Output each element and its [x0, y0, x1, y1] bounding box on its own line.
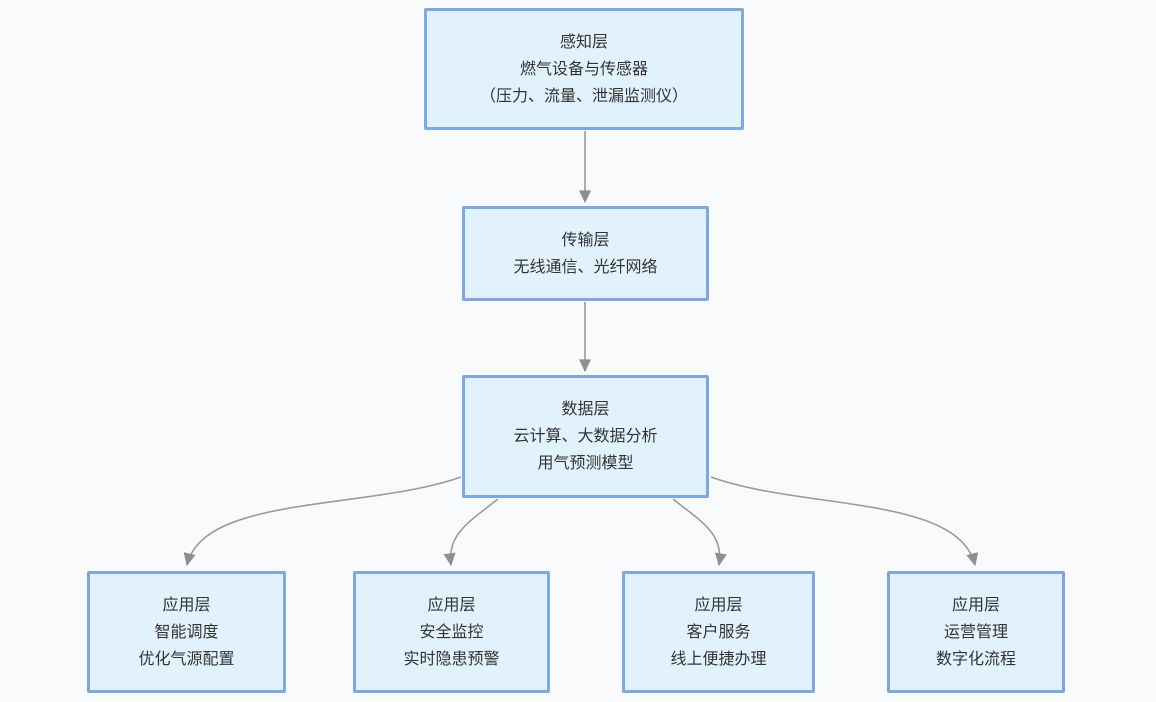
node-perception-layer[interactable]: 感知层 燃气设备与传感器 （压力、流量、泄漏监测仪）: [424, 8, 744, 130]
node-transmission-layer[interactable]: 传输层 无线通信、光纤网络: [462, 206, 709, 301]
node-title: 感知层: [559, 33, 608, 51]
node-title: 传输层: [561, 231, 610, 249]
node-line: 用气预测模型: [537, 455, 634, 472]
connector-data-to-app-operation: [710, 476, 979, 567]
connector-data-to-app-customer: [672, 498, 727, 567]
node-title: 应用层: [951, 596, 1000, 614]
node-data-layer[interactable]: 数据层 云计算、大数据分析 用气预测模型: [462, 375, 709, 498]
node-title: 应用层: [427, 596, 476, 614]
node-line: 云计算、大数据分析: [513, 428, 658, 445]
node-application-dispatch[interactable]: 应用层 智能调度 优化气源配置: [87, 571, 286, 693]
node-line: 数字化流程: [935, 650, 1016, 668]
node-line: 线上便捷办理: [670, 650, 767, 668]
connector-data-to-app-safety: [443, 498, 499, 567]
node-application-safety[interactable]: 应用层 安全监控 实时隐患预警: [353, 571, 550, 693]
node-line: 智能调度: [154, 623, 219, 641]
node-line: 安全监控: [419, 623, 484, 641]
connector-data-to-app-dispatch: [183, 476, 462, 567]
node-title: 数据层: [561, 401, 610, 418]
node-line: 优化气源配置: [138, 650, 235, 668]
node-line: （压力、流量、泄漏监测仪）: [479, 87, 688, 105]
node-line: 无线通信、光纤网络: [513, 258, 658, 276]
node-application-operation[interactable]: 应用层 运营管理 数字化流程: [887, 571, 1065, 693]
node-line: 实时隐患预警: [403, 650, 500, 668]
node-line: 燃气设备与传感器: [519, 60, 648, 78]
node-line: 客户服务: [686, 623, 751, 641]
node-title: 应用层: [694, 596, 743, 614]
node-title: 应用层: [162, 596, 211, 614]
node-line: 运营管理: [943, 623, 1008, 641]
node-application-customer-service[interactable]: 应用层 客户服务 线上便捷办理: [622, 571, 815, 693]
